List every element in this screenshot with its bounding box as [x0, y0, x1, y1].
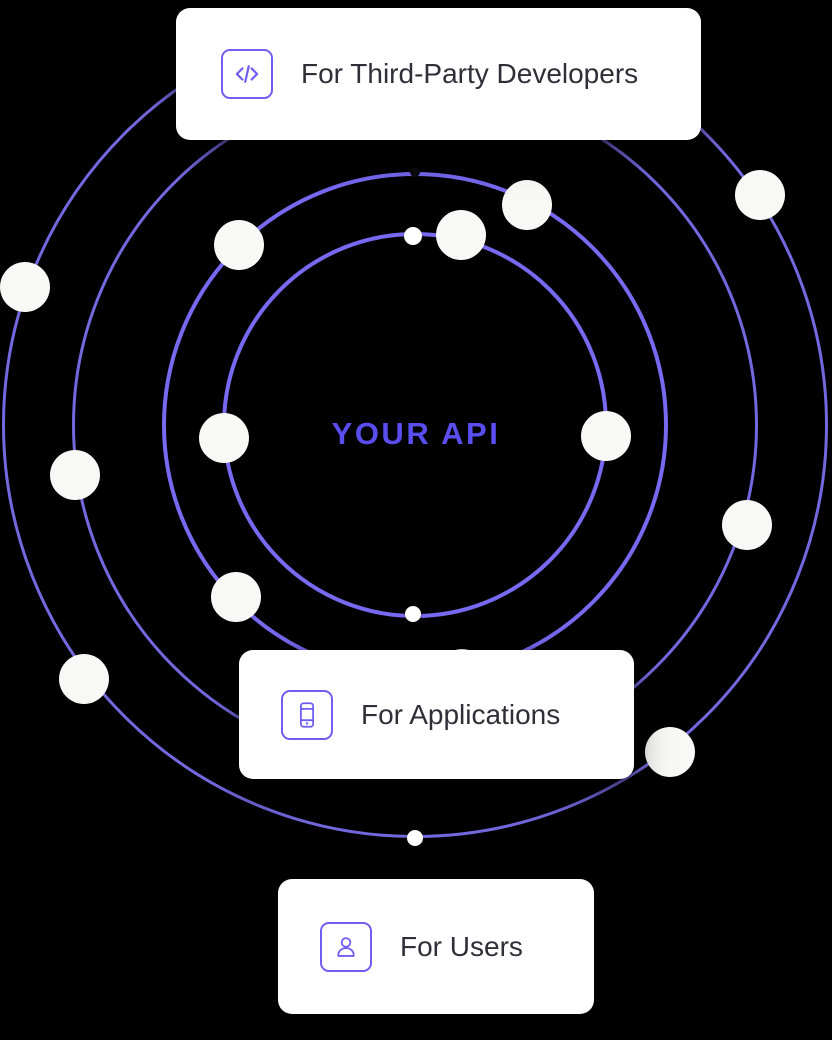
orbit-node	[735, 170, 785, 220]
orbit-node	[59, 654, 109, 704]
card-label: For Third-Party Developers	[301, 58, 639, 89]
card-applications: For Applications	[239, 650, 634, 779]
orbit-node	[50, 450, 100, 500]
card-label: For Applications	[361, 698, 561, 730]
orbit-node	[199, 413, 249, 463]
orbit-node	[211, 572, 261, 622]
orbit-node-small	[404, 227, 422, 245]
user-icon	[320, 921, 372, 972]
card-users: For Users	[278, 879, 594, 1014]
orbit-node-small	[405, 606, 421, 622]
phone-icon	[281, 689, 333, 740]
orbit-node	[436, 210, 486, 260]
orbit-node-small	[407, 830, 423, 846]
orbit-node-dark	[410, 167, 420, 177]
orbit-node	[502, 180, 552, 230]
orbit-node	[645, 727, 695, 777]
card-label: For Users	[400, 930, 523, 962]
orbit-node	[0, 262, 50, 312]
orbit-node	[722, 500, 772, 550]
center-api-label: YOUR API	[331, 416, 501, 451]
card-third-party-developers: For Third-Party Developers	[176, 8, 701, 140]
orbit-node	[214, 220, 264, 270]
orbit-node	[581, 411, 631, 461]
code-icon	[221, 49, 273, 99]
